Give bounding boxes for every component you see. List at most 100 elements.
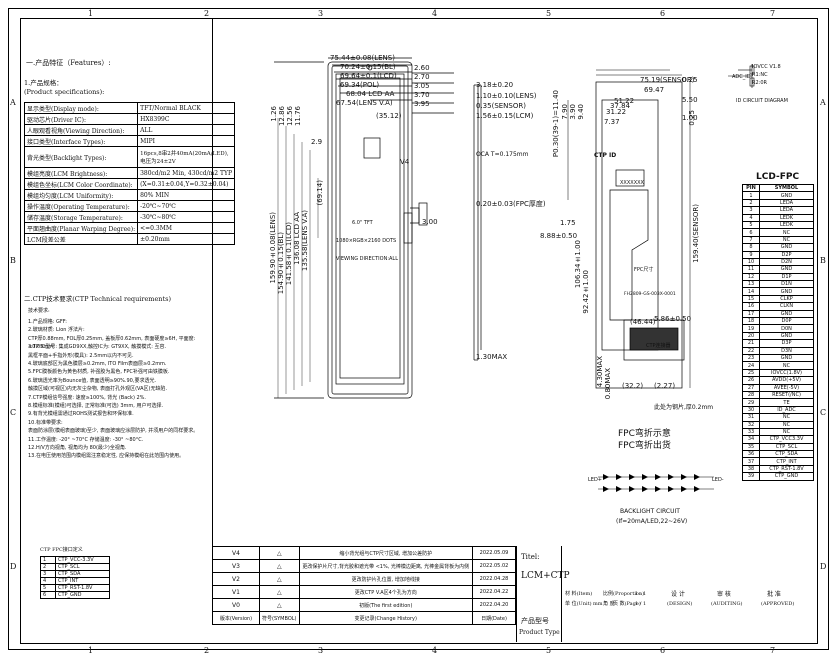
- front-vdim-2: 154.90±0.15(BL): [277, 232, 285, 295]
- history-footer: 版本(Version)符号(SYMBOL)变更记录(Change History…: [212, 611, 516, 625]
- front-rdim-2: 2.70: [414, 73, 430, 81]
- side-bottom: 1.30MAX: [476, 353, 508, 361]
- lcd-fpc-symbol: CTP_RST-1.8V: [759, 464, 814, 474]
- front-rdim-5: 3.95: [414, 100, 430, 108]
- tb-mat: 材 料(Item): [565, 591, 593, 597]
- front-vdim-6: (69.14): [316, 180, 324, 206]
- lcd-fpc-pin: 32: [742, 420, 760, 429]
- ctp-note: 3.TP IC型号: 集成GD9XX,触控IC为: GT9XX, 触摸模式: 互…: [28, 344, 167, 351]
- back-dim-4: 37.84: [610, 102, 631, 110]
- back-mid-2: 8.88±0.50: [540, 232, 578, 240]
- history-symbol-icon: △: [259, 585, 300, 599]
- lcd-fpc-symbol: CTP_SCL: [759, 442, 814, 452]
- lcd-fpc-symbol: CTP_SDA: [759, 450, 814, 459]
- lcd-fpc-symbol: LEDA: [759, 206, 814, 215]
- lcd-fpc-pin: 8: [742, 243, 760, 252]
- back-dim-2: 69.47: [644, 86, 665, 94]
- ctp-sub: 技术要求:: [28, 308, 50, 314]
- lcd-fpc-symbol: D2N: [759, 257, 814, 267]
- tb-angle: 角 度: [603, 601, 615, 607]
- back-dim-5: 31.22: [606, 108, 627, 116]
- led-diode-icon: [603, 486, 609, 492]
- backlight-title: BACKLIGHT CIRCUIT: [620, 508, 680, 515]
- tb-design: 设 计: [671, 591, 685, 598]
- led-diode-icon: [616, 486, 622, 492]
- column-number-3: 3: [318, 646, 324, 655]
- ctp-note: 5.FPC膜板颜色为黄色材质, 补强胶为黑色, FPC补强可由铁膜板.: [28, 369, 170, 376]
- lcd-fpc-header-cell: SYMBOL: [759, 183, 814, 193]
- side-dim-2: 1.10±0.10(LENS): [476, 92, 537, 100]
- id-adc: ADC_ID: [732, 74, 751, 80]
- tb-scale: 1 : 1: [635, 591, 647, 597]
- lcd-fpc-symbol: CTP_INT: [759, 457, 814, 466]
- history-symbol-icon: △: [259, 546, 300, 560]
- spec-value: ±0.20mm: [137, 233, 236, 245]
- id-nc: R1:NC: [752, 72, 768, 78]
- lcd-fpc-symbol: NC: [759, 420, 814, 429]
- ctp-note: 1.产品规格: GFF:: [28, 319, 67, 325]
- front-ldim-2: 12.86: [278, 106, 286, 127]
- back-fpc-label: FPC尺寸: [634, 267, 654, 273]
- history-footer-cell: 符号(SYMBOL): [259, 611, 300, 625]
- history-desc: 更改保护片尺寸,背光胶和遮光带 <1%, 光棒模边距离, 光棒金属背板为内侧: [298, 559, 474, 573]
- backlight-lp: LED+: [588, 477, 602, 483]
- spec-row: 操作温度(Operating Temperature):-20℃~70℃: [23, 200, 236, 212]
- tb-ptype-label: 产品型号: [521, 617, 549, 625]
- spec-key: 储存温度(Storage Temperature):: [23, 211, 139, 223]
- led-diode-icon: [642, 486, 648, 492]
- front-rdim-1: 2.60: [414, 64, 430, 72]
- lcd-fpc-symbol: LEDK: [759, 220, 814, 230]
- id-circuit-svg: [728, 64, 755, 88]
- tb-design-en: (DESIGN): [667, 601, 693, 607]
- lcd-fpc-pin: 17: [742, 309, 760, 319]
- front-vdim-4: 136.08 LCD AA: [293, 212, 301, 265]
- spec-key: LCM段差公差: [23, 233, 139, 245]
- front-center-2: 1080×RGB×2160 DOTS: [336, 238, 397, 244]
- back-dim-3: 51.22: [614, 97, 635, 105]
- lcd-fpc-symbol: GND: [759, 353, 814, 363]
- back-lvert-2: 7.90: [561, 104, 569, 120]
- history-date: 2022.04.22: [472, 585, 516, 599]
- front-vdim-5: 135.58(LENS V.A): [301, 210, 309, 272]
- lcd-fpc-title: LCD-FPC: [756, 172, 800, 182]
- tb-unit-label: 单 位(Unit): [565, 601, 592, 607]
- led-diode-icon: [655, 486, 661, 492]
- lcd-fpc-pin: 31: [742, 413, 760, 422]
- history-desc: 缩小背光组与CTP尺寸区域, 增加公差防护: [298, 546, 474, 560]
- ctp-symbol: CTP_GND: [55, 591, 110, 599]
- lcd-fpc-symbol: NC: [759, 413, 814, 422]
- lcd-fpc-symbol: AVDD(+5V): [759, 376, 814, 385]
- back-bdim-5: (32.2): [622, 382, 644, 390]
- lcd-fpc-symbol: D0P: [759, 317, 814, 326]
- lcd-fpc-symbol: IOVCC(1.8V): [759, 368, 814, 378]
- fold-text-2: FPC弯折出货: [618, 441, 671, 451]
- lcd-fpc-pin: 35: [742, 442, 760, 452]
- column-number-1: 1: [88, 9, 94, 18]
- back-lvert-1: P0.30(39-1)=11.40: [552, 90, 560, 158]
- fpc-table-title: CTP FPC接口定义: [40, 547, 83, 553]
- tb-title: LCM+CTP: [521, 571, 570, 581]
- lcd-fpc-symbol: D0N: [759, 324, 814, 333]
- lcd-fpc-pin: 30: [742, 405, 760, 415]
- lcd-fpc-pin: 5: [742, 220, 760, 230]
- spec-row: LCM段差公差±0.20mm: [23, 233, 236, 245]
- history-symbol-icon: △: [259, 598, 300, 612]
- lcd-fpc-pin: 4: [742, 213, 760, 222]
